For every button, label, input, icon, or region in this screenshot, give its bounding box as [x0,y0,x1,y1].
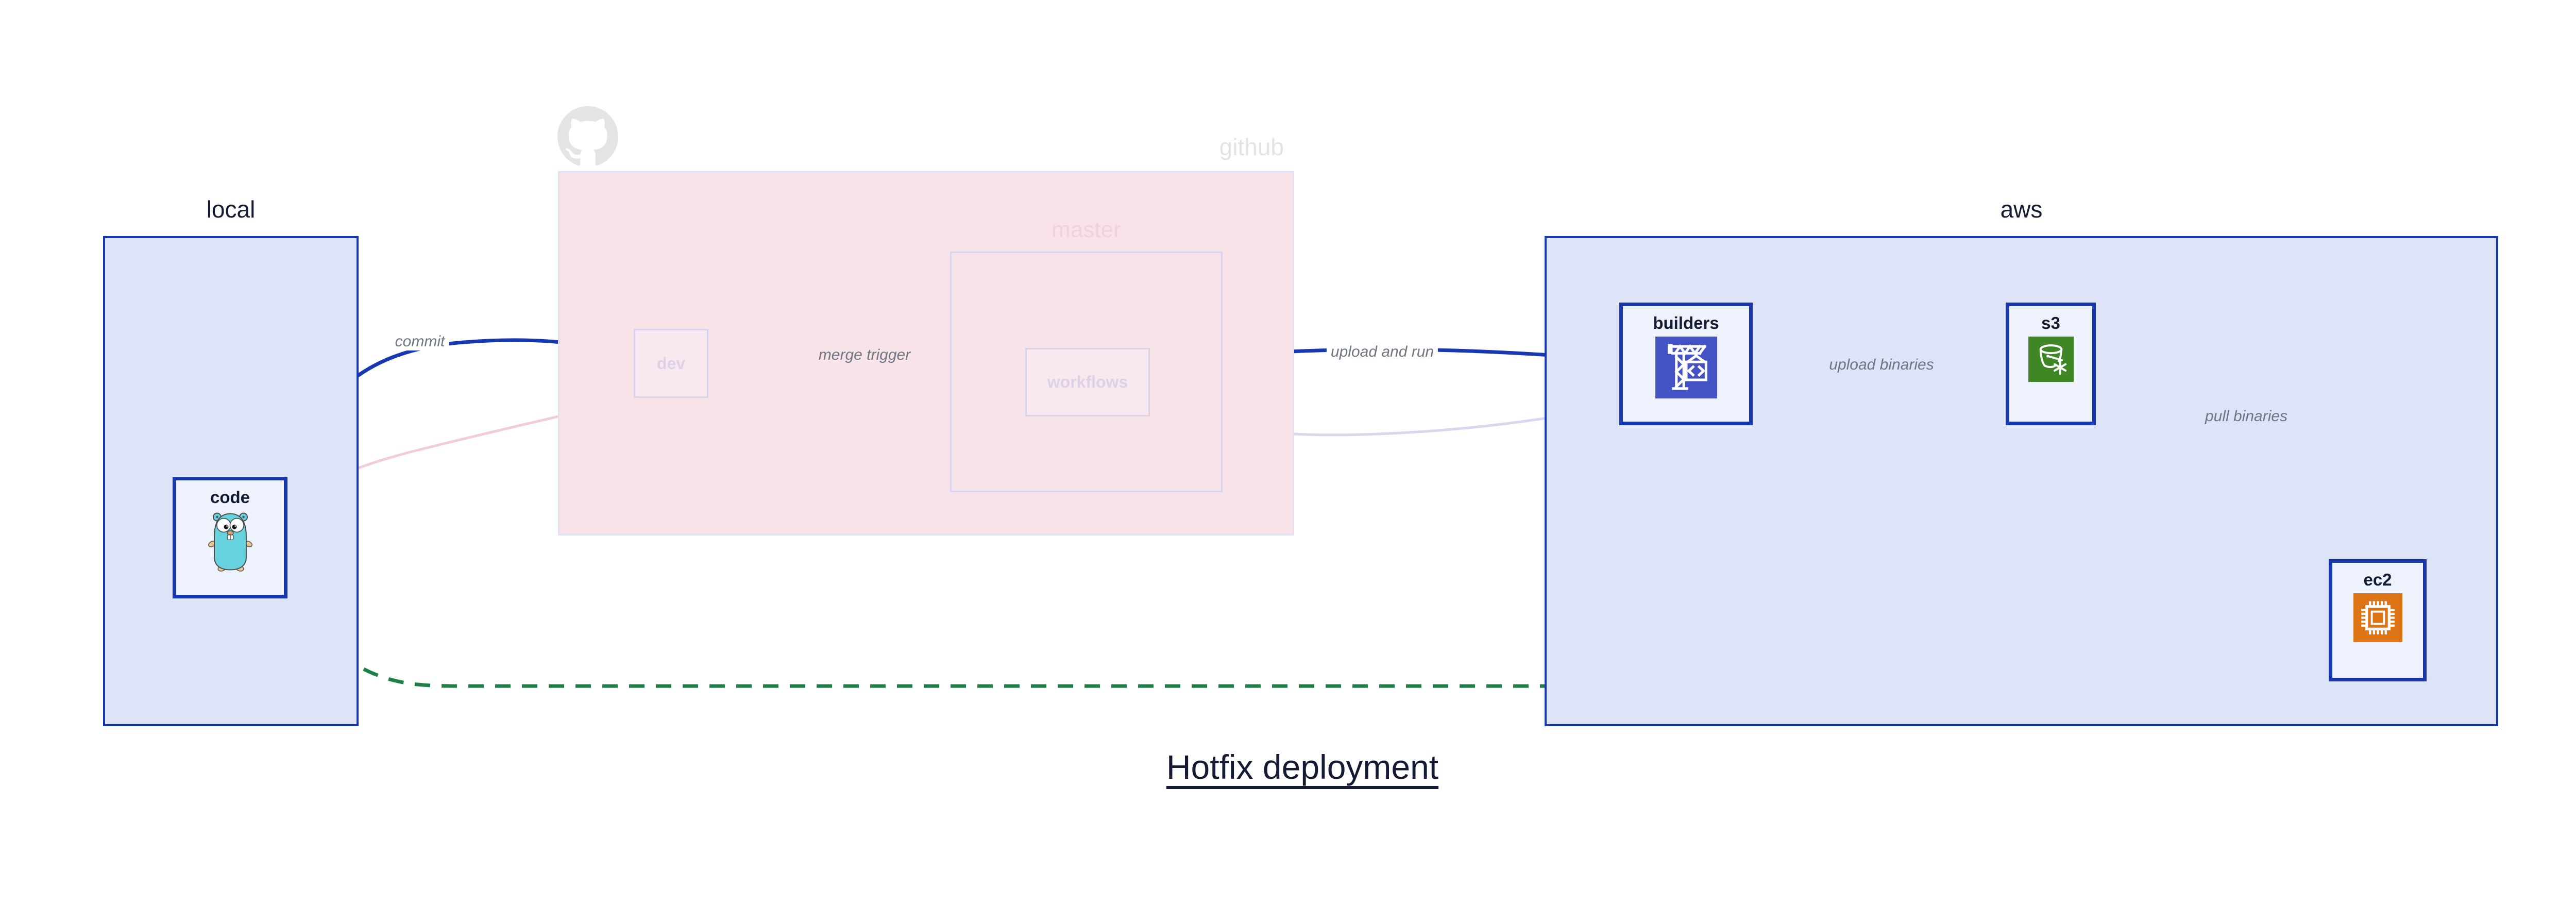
edge-label-upload-and-run: upload and run [1326,343,1438,361]
node-workflows: workflows [1025,348,1150,416]
node-dev: dev [634,329,708,398]
master-branch-label: master [1052,217,1121,242]
local-group-label: local [206,196,256,223]
edge-label-pull-binaries: pull binaries [2200,408,2292,425]
node-ec2-label: ec2 [2363,570,2392,589]
s3-glacier-bucket-icon [2028,337,2074,382]
go-gopher-icon [206,511,255,572]
node-workflows-label: workflows [1047,373,1128,391]
aws-group-label: aws [2000,196,2043,223]
node-builders-label: builders [1653,313,1719,332]
master-branch-box [950,252,1223,492]
node-code-label: code [210,488,250,507]
github-octocat-icon [557,106,618,167]
node-code: code [173,477,287,598]
edge-label-merge-trigger: merge trigger [814,346,915,364]
github-group-label: github [1219,133,1284,160]
edge-label-commit: commit [391,333,449,350]
node-ec2: ec2 [2329,559,2427,681]
codebuild-crane-icon [1655,337,1717,398]
diagram-title: Hotfix deployment [1166,748,1439,786]
node-builders: builders [1619,303,1753,425]
node-dev-label: dev [656,354,686,373]
ec2-chip-icon [2353,593,2402,642]
edge-label-upload-binaries: upload binaries [1825,356,1938,374]
node-s3: s3 [2006,303,2096,425]
node-s3-label: s3 [2041,313,2060,332]
